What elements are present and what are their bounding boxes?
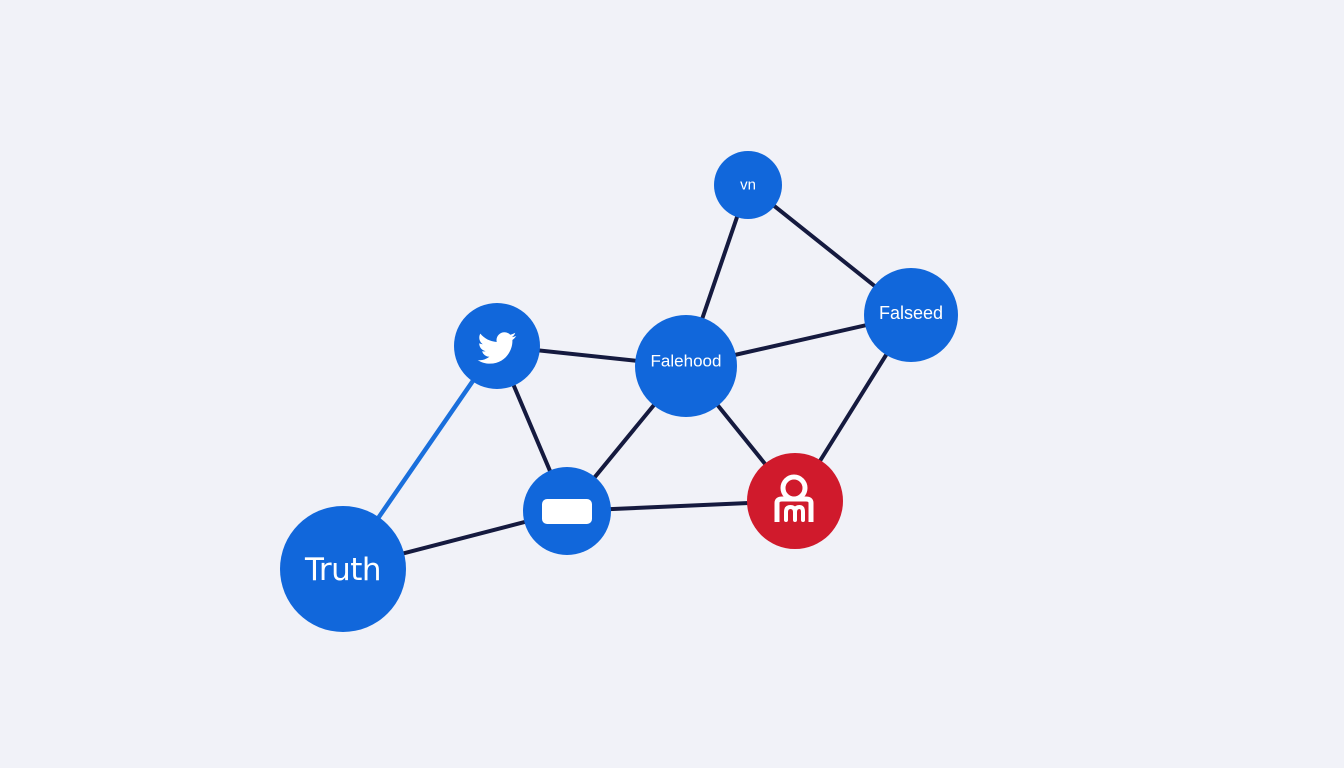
node-message [523, 467, 611, 555]
node-falehood-label: Falehood [651, 352, 722, 371]
twitter-bird-icon [477, 332, 517, 364]
node-falseed-circle [864, 268, 958, 362]
node-falehood: Falehood [635, 315, 737, 417]
node-falseed: Falseed [864, 268, 958, 362]
node-truth-label: Truth [304, 552, 381, 588]
node-falehood-circle [635, 315, 737, 417]
node-lock [747, 453, 843, 549]
node-twitter [454, 303, 540, 389]
message-box-icon [542, 499, 592, 524]
node-falseed-label: Falseed [879, 303, 943, 323]
node-truth: Truth [280, 506, 406, 632]
lock-icon [774, 474, 814, 522]
node-vn-circle [714, 151, 782, 219]
node-vn-label: vn [740, 177, 756, 194]
node-truth-circle [280, 506, 406, 632]
node-vn: vn [714, 151, 782, 219]
